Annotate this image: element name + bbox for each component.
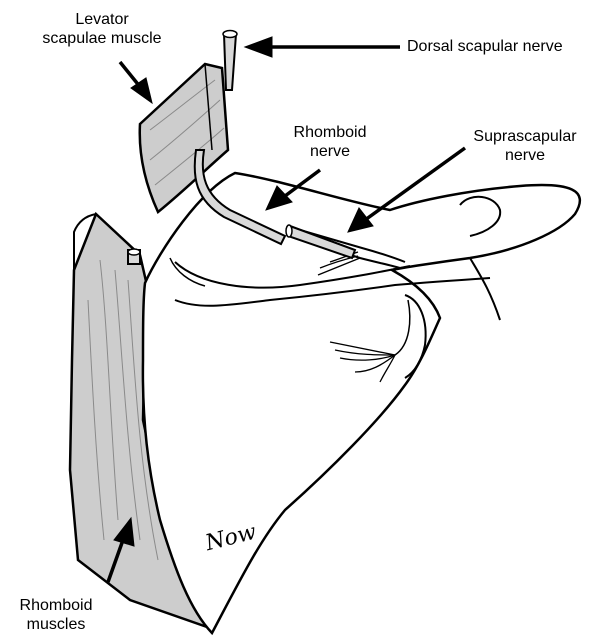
label-rhomboid-muscles-line1: Rhomboid — [6, 596, 106, 615]
label-rhomboid-nerve-line2: nerve — [270, 142, 390, 161]
scapula-drawing — [143, 173, 580, 633]
label-levator-scapulae: Levator scapulae muscle — [12, 10, 192, 48]
label-suprascapular-line2: nerve — [455, 146, 595, 165]
label-levator-line2: scapulae muscle — [12, 29, 192, 48]
label-rhomboid-nerve-line1: Rhomboid — [270, 123, 390, 142]
label-rhomboid-muscles-line2: muscles — [6, 615, 106, 634]
label-suprascapular-nerve: Suprascapular nerve — [455, 127, 595, 165]
label-levator-line1: Levator — [12, 10, 192, 29]
label-rhomboid-nerve: Rhomboid nerve — [270, 123, 390, 161]
label-suprascapular-line1: Suprascapular — [455, 127, 595, 146]
label-dorsal-scapular-nerve: Dorsal scapular nerve — [407, 37, 563, 56]
label-rhomboid-muscles: Rhomboid muscles — [6, 596, 106, 634]
